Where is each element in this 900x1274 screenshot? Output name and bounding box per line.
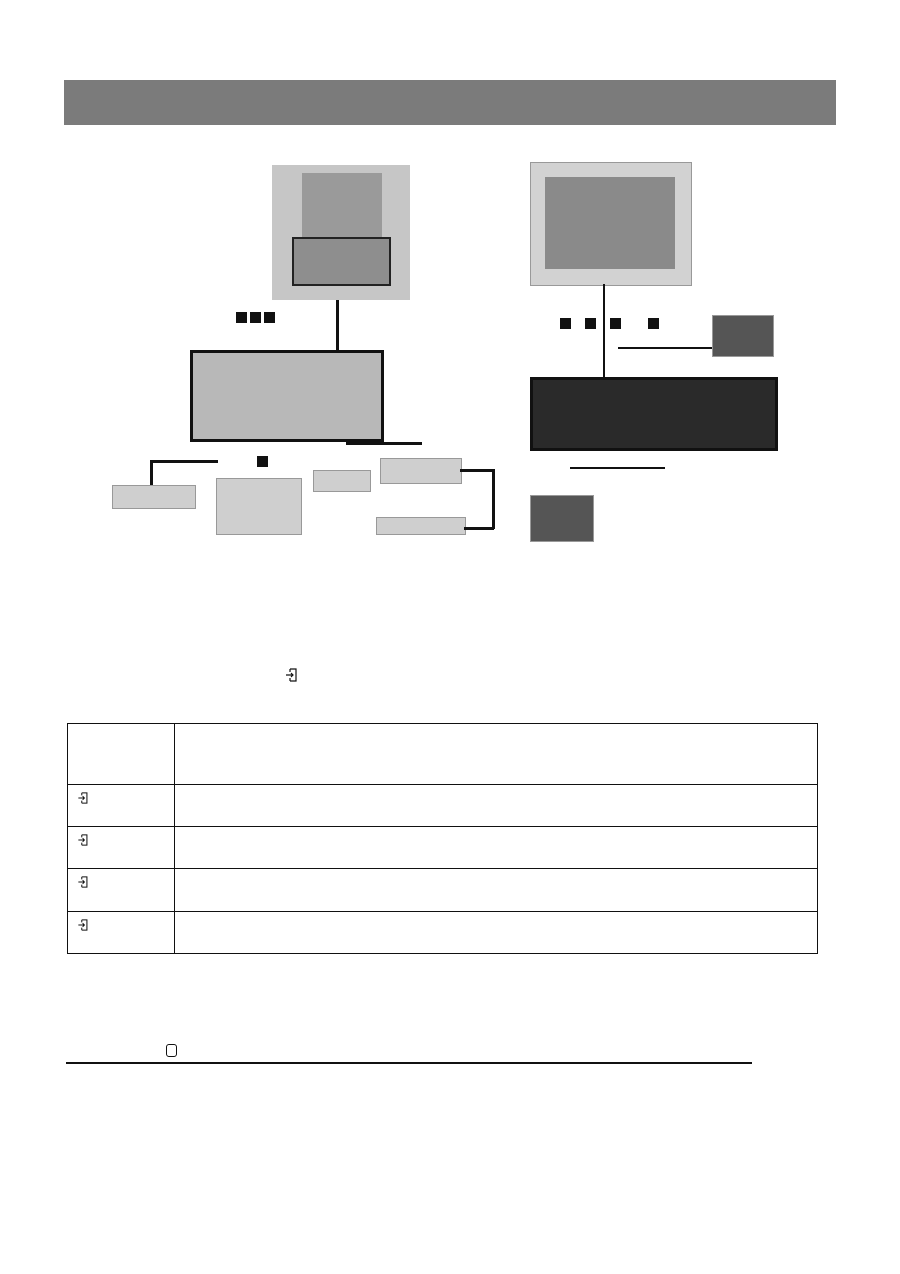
input-arrow-icon — [78, 919, 88, 931]
label-marker — [560, 318, 571, 329]
game-console-image — [313, 470, 371, 492]
dvd-player-image — [376, 517, 466, 535]
input-arrow-icon — [286, 668, 297, 682]
table-row — [67, 826, 818, 869]
label-marker — [236, 312, 247, 323]
connection-table — [67, 723, 818, 954]
camcorder-image — [712, 315, 774, 357]
rounded-square-button-icon — [166, 1044, 177, 1057]
tv-front-image — [530, 162, 692, 286]
camcorder-image — [530, 495, 594, 542]
table-row — [67, 723, 818, 785]
table-row — [67, 868, 818, 912]
table-row — [67, 911, 818, 954]
front-panel-closeup — [530, 377, 778, 451]
label-marker — [250, 312, 261, 323]
input-arrow-icon — [78, 834, 88, 846]
label-marker — [585, 318, 596, 329]
vcr-device-image — [380, 458, 462, 484]
section-divider — [66, 1062, 752, 1064]
table-row — [67, 784, 818, 827]
label-marker — [264, 312, 275, 323]
input-arrow-icon — [78, 792, 88, 804]
hifi-system-image — [216, 478, 302, 535]
section-header-bar — [64, 80, 836, 125]
label-marker — [648, 318, 659, 329]
tv-rear-image — [272, 165, 410, 300]
rear-panel-closeup — [190, 350, 384, 442]
label-marker — [257, 456, 268, 467]
label-marker — [610, 318, 621, 329]
input-arrow-icon — [78, 876, 88, 888]
vcr-device-image — [112, 485, 196, 509]
